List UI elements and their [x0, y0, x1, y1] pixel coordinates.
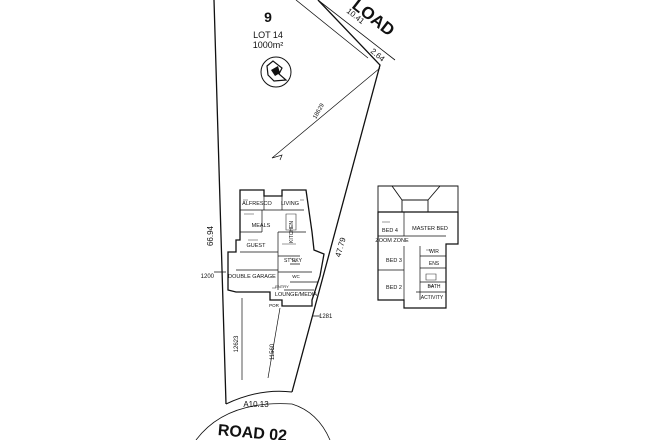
- dim-left-setback: 1200: [201, 274, 215, 280]
- room-living: LIVING: [281, 201, 299, 207]
- road-reserve-curve: [195, 403, 331, 440]
- room-entry: ENTRY: [275, 284, 289, 289]
- room-activity: ACTIVITY: [421, 295, 444, 301]
- room-study: ST DKY: [284, 258, 303, 264]
- dim-right-corner-setback: 1281: [319, 314, 333, 320]
- lot-front-arc: [225, 390, 293, 405]
- room-double-garage: DOUBLE GARAGE: [228, 274, 276, 280]
- ground-floor-internal-walls: [236, 196, 318, 291]
- room-wc: WC: [292, 274, 300, 279]
- road-bottom-label: ROAD 02: [217, 422, 288, 440]
- ground-floor-fixtures: [243, 199, 304, 289]
- room-meals: MEALS: [252, 223, 271, 229]
- dim-bottom-arc: A10.13: [243, 400, 269, 409]
- room-alfresco: ALFRESCO: [242, 201, 272, 207]
- room-bath: BATH: [428, 284, 441, 290]
- room-master-bed: MASTER BED: [412, 226, 448, 232]
- dim-front-setback-right: 11560: [270, 343, 276, 360]
- lot-area: 1000m²: [253, 40, 284, 50]
- lot-number: 9: [264, 9, 272, 25]
- room-porch: POR: [269, 303, 280, 308]
- compass-logo-icon: [260, 56, 292, 88]
- room-bed3: BED 3: [386, 258, 402, 264]
- upper-floor-internal-walls: [378, 212, 446, 300]
- room-kitchen: KITCHEN: [289, 221, 295, 243]
- dim-corner-chord: 2.64: [369, 47, 387, 64]
- ground-floor-plan: [227, 189, 325, 307]
- dim-left-boundary: 66.94: [206, 225, 215, 246]
- room-ens: ENS: [429, 261, 440, 267]
- room-zoom-zone: ZOOM ZONE: [375, 238, 409, 244]
- upper-floor-fixtures: [382, 221, 437, 287]
- ground-floor-walls: [227, 189, 325, 307]
- upper-floor-roof-outline: [377, 185, 459, 213]
- upper-floor-walls: [377, 211, 459, 309]
- room-wir: WIR: [429, 249, 439, 255]
- room-guest: GUEST: [247, 243, 267, 249]
- dim-right-boundary: 47.79: [334, 236, 348, 258]
- upper-floor-plan: [377, 185, 459, 309]
- room-bed2: BED 2: [386, 285, 402, 291]
- room-lounge-media: LOUNGE/MEDIA: [275, 292, 318, 298]
- dim-diagonal-setback: 18629: [312, 102, 326, 120]
- dim-front-setback-left: 12623: [234, 335, 240, 352]
- lot-label: LOT 14: [253, 30, 283, 40]
- road-reserve-line: [295, 0, 396, 66]
- room-bed4: BED 4: [382, 228, 398, 234]
- dimension-lines: [214, 67, 381, 380]
